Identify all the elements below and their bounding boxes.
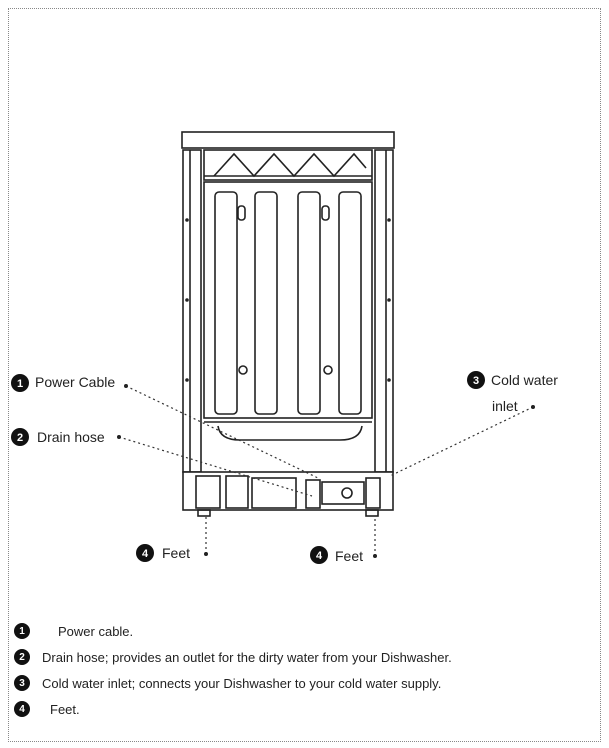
legend-text: Drain hose; provides an outlet for the d… bbox=[42, 649, 452, 665]
legend-badge: 4 bbox=[14, 701, 30, 717]
callout-label-line1: Cold water bbox=[491, 372, 558, 388]
callout-badge bbox=[11, 374, 29, 392]
callout-badge-number: 1 bbox=[17, 378, 23, 390]
callout-label: Feet bbox=[162, 545, 190, 561]
callout-badge-number: 4 bbox=[142, 548, 149, 560]
callout-label-line2: inlet bbox=[492, 398, 518, 414]
callout-badge bbox=[11, 428, 29, 446]
dishwasher-body bbox=[181, 131, 395, 517]
callout-badge bbox=[310, 546, 328, 564]
legend-item: 2 Drain hose; provides an outlet for the… bbox=[14, 644, 589, 670]
callout-badge-number: 2 bbox=[17, 432, 23, 444]
legend-text: Cold water inlet; connects your Dishwash… bbox=[42, 675, 442, 691]
legend-item: 4 Feet. bbox=[14, 696, 589, 722]
diagram-frame bbox=[8, 8, 601, 742]
legend-badge: 3 bbox=[14, 675, 30, 691]
legend-text: Feet. bbox=[50, 701, 80, 717]
legend-text: Power cable. bbox=[58, 623, 134, 639]
callout-badge-number: 3 bbox=[473, 375, 479, 387]
leader-end-dots bbox=[117, 384, 535, 558]
callout-badge-number: 4 bbox=[316, 550, 323, 562]
legend-item: 1 Power cable. bbox=[14, 618, 589, 644]
callout-power-cable: 1 Power Cable bbox=[11, 374, 115, 392]
callout-feet-right: 4 Feet bbox=[310, 546, 363, 564]
legend-badge: 1 bbox=[14, 623, 30, 639]
leader-lines bbox=[118, 385, 534, 556]
callout-feet-left: 4 Feet bbox=[136, 544, 190, 562]
callout-label: Feet bbox=[335, 548, 363, 564]
legend-list: 1 Power cable. 2 Drain hose; provides an… bbox=[14, 618, 589, 722]
callout-cold-water-inlet: 3 Cold water inlet bbox=[467, 371, 558, 414]
legend-badge: 2 bbox=[14, 649, 30, 665]
legend-item: 3 Cold water inlet; connects your Dishwa… bbox=[14, 670, 589, 696]
callout-badge bbox=[136, 544, 154, 562]
callout-badge bbox=[467, 371, 485, 389]
callout-label: Power Cable bbox=[35, 374, 115, 390]
callout-drain-hose: 2 Drain hose bbox=[11, 428, 105, 446]
callout-label: Drain hose bbox=[37, 429, 105, 445]
